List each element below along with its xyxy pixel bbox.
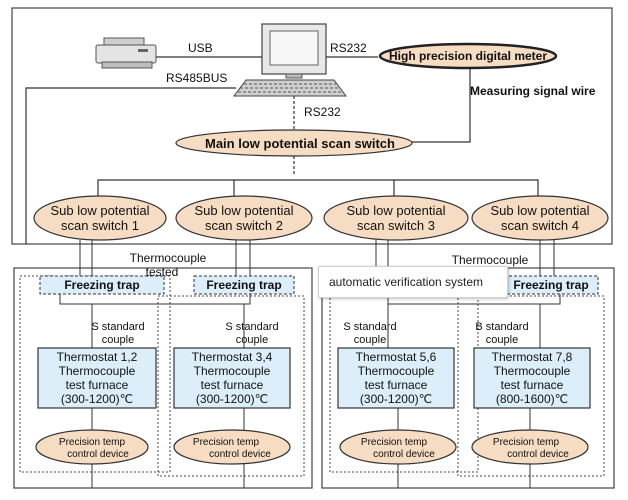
furnace3-line2: Thermocouple bbox=[358, 364, 435, 378]
freezing-trap-1 bbox=[39, 275, 165, 295]
rs232-mid-label: RS232 bbox=[304, 105, 341, 119]
furnace3-line3: test furnace bbox=[365, 378, 428, 392]
furnace4-line4: (800-1600)℃ bbox=[496, 392, 568, 406]
furnace2-line2: Thermocouple bbox=[194, 364, 271, 378]
furnace4-line3: test furnace bbox=[501, 378, 564, 392]
sub4-line2: scan switch 4 bbox=[501, 218, 579, 233]
sub-switch-2 bbox=[175, 195, 313, 241]
furnace2-line3: test furnace bbox=[201, 378, 264, 392]
furnace-box-1 bbox=[37, 347, 157, 409]
sub4-line1: Sub low potential bbox=[490, 203, 589, 218]
sub-switch-3 bbox=[323, 195, 469, 241]
ctrl1-line2: control device bbox=[67, 449, 129, 460]
dotted-frame-4 bbox=[457, 295, 605, 477]
furnace3-line1: Thermostat 5,6 bbox=[356, 350, 437, 364]
couple2-line1: S standard bbox=[225, 321, 278, 333]
freezing-trap-2 bbox=[193, 275, 295, 295]
tooltip: automatic verification system bbox=[318, 266, 508, 298]
furnace4-line1: Thermostat 7,8 bbox=[492, 350, 573, 364]
controller-oval-3 bbox=[339, 429, 457, 465]
ctrl3-line1: Precision temp bbox=[361, 437, 428, 448]
ctrl2-line2: control device bbox=[209, 449, 271, 460]
upper-frame bbox=[11, 7, 613, 245]
furnace-box-3 bbox=[337, 347, 455, 409]
rs232-top-label: RS232 bbox=[330, 41, 367, 55]
tested-left: tested bbox=[146, 265, 179, 279]
freeze1-label: Freezing trap bbox=[64, 278, 139, 292]
thermocouple-left: Thermocouple bbox=[130, 251, 207, 265]
couple3-line2: couple bbox=[354, 334, 386, 346]
signal-wire-label: Measuring signal wire bbox=[470, 84, 596, 98]
couple1-line1: S standard bbox=[91, 321, 144, 333]
ctrl1-line1: Precision temp bbox=[59, 437, 126, 448]
ctrl4-line2: control device bbox=[507, 449, 569, 460]
furnace3-line4: (300-1200)℃ bbox=[360, 392, 432, 406]
controller-oval-1 bbox=[35, 429, 149, 465]
rs485-label: RS485BUS bbox=[166, 71, 227, 85]
ctrl3-line2: control device bbox=[373, 449, 435, 460]
furnace1-line3: test furnace bbox=[66, 378, 129, 392]
sub-switch-1 bbox=[33, 195, 167, 241]
furnace-box-2 bbox=[173, 347, 291, 409]
usb-label: USB bbox=[188, 41, 213, 55]
printer-icon bbox=[95, 37, 157, 69]
sub2-line2: scan switch 2 bbox=[205, 218, 283, 233]
couple3-line1: S standard bbox=[343, 321, 396, 333]
sub1-line2: scan switch 1 bbox=[61, 218, 139, 233]
ctrl4-line1: Precision temp bbox=[493, 437, 560, 448]
main-switch-oval bbox=[175, 129, 413, 157]
couple2-line2: couple bbox=[236, 334, 268, 346]
ctrl2-line1: Precision temp bbox=[193, 437, 260, 448]
main-switch-label: Main low potential scan switch bbox=[205, 136, 395, 151]
freeze4-label: Freezing trap bbox=[513, 278, 588, 292]
furnace4-line2: Thermocouple bbox=[494, 364, 571, 378]
computer-icon bbox=[233, 23, 347, 97]
couple4-line2: couple bbox=[486, 334, 518, 346]
thermocouple-right: Thermocouple bbox=[452, 253, 529, 267]
furnace2-line1: Thermostat 3,4 bbox=[192, 350, 273, 364]
sub2-line1: Sub low potential bbox=[194, 203, 293, 218]
furnace1-line2: Thermocouple bbox=[59, 364, 136, 378]
dotted-frame-2 bbox=[157, 295, 305, 477]
left-lower-frame bbox=[13, 267, 313, 489]
freeze2-label: Freezing trap bbox=[206, 278, 281, 292]
couple4-line1: B standard bbox=[475, 321, 528, 333]
controller-oval-4 bbox=[471, 429, 589, 465]
furnace1-line4: (300-1200)℃ bbox=[61, 392, 133, 406]
furnace2-line4: (300-1200)℃ bbox=[196, 392, 268, 406]
sub1-line1: Sub low potential bbox=[50, 203, 149, 218]
sub3-line2: scan switch 3 bbox=[357, 218, 435, 233]
furnace-box-4 bbox=[473, 347, 591, 409]
meter-oval bbox=[378, 42, 558, 70]
sub3-line1: Sub low potential bbox=[346, 203, 445, 218]
furnace1-line1: Thermostat 1,2 bbox=[57, 350, 138, 364]
meter-label: High precision digital meter bbox=[389, 49, 547, 63]
couple1-line2: couple bbox=[102, 334, 134, 346]
controller-oval-2 bbox=[173, 429, 291, 465]
dotted-frame-1 bbox=[19, 275, 171, 473]
